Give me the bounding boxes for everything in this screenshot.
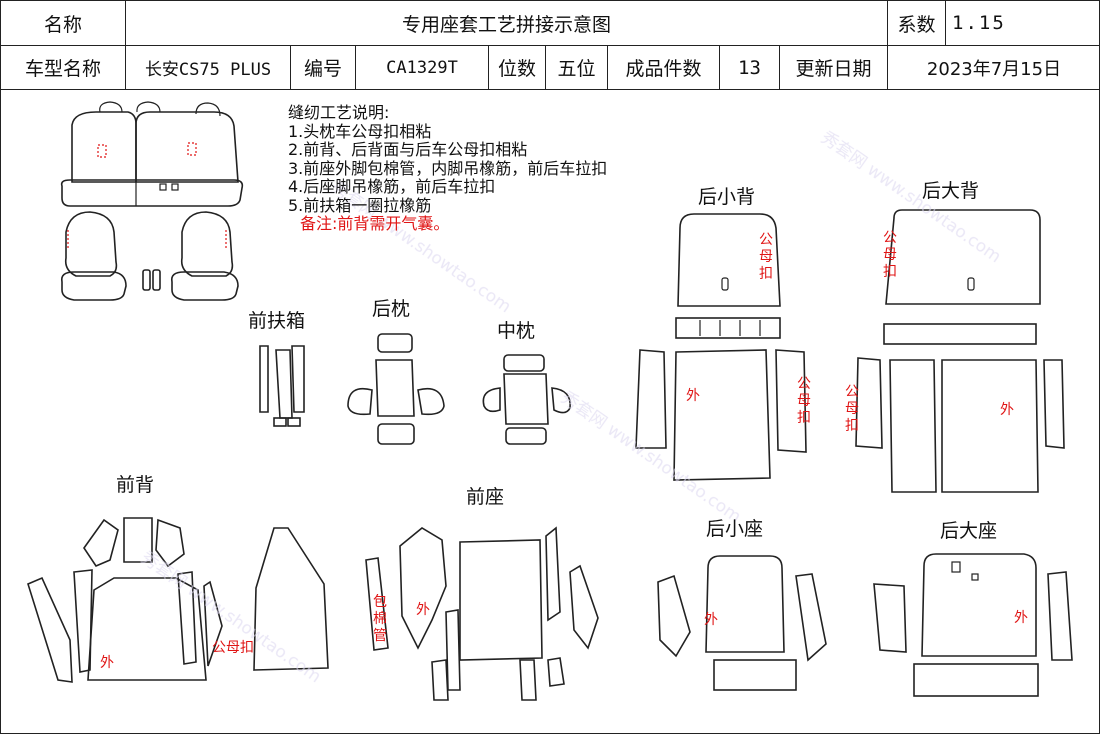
label-rear-large-seat: 后大座 — [940, 520, 998, 542]
annotation-outer: 外 — [1000, 402, 1014, 418]
annotation-outer: 外 — [1014, 610, 1028, 626]
date-value: 2023年7月15日 — [887, 45, 1100, 90]
annotation-buckle: 公母扣 — [212, 640, 254, 656]
label-front-armrest: 前扶箱 — [248, 310, 306, 332]
pieces-label: 成品件数 — [607, 45, 720, 90]
pieces-value: 13 — [719, 45, 780, 90]
note-item: 5.前扶箱一圈拉橡筋 — [288, 195, 432, 215]
front-back-pieces — [27, 517, 329, 683]
label-front-back: 前背 — [116, 474, 155, 496]
annotation-cotton-tube: 包棉管 — [373, 594, 387, 644]
annotation-outer: 外 — [704, 612, 718, 628]
model-label: 车型名称 — [0, 45, 126, 90]
sewing-notes: 缝纫工艺说明: 1.头枕车公母扣相粘 2.前背、后背面与后车公母扣相粘 3.前座… — [288, 103, 608, 234]
label-middle-headrest: 中枕 — [497, 320, 536, 342]
annotation-outer: 外 — [686, 388, 700, 404]
rear-large-seat-pieces — [873, 553, 1073, 697]
notes-heading: 缝纫工艺说明: — [288, 103, 390, 122]
rear-small-seat-pieces — [657, 555, 827, 691]
title-block: 名称 专用座套工艺拼接示意图 系数 1.15 车型名称 长安CS75 PLUS … — [0, 0, 1100, 90]
annotation-outer: 外 — [100, 655, 114, 671]
rear-small-back-pieces — [635, 213, 807, 481]
watermark: 秀套网 www.showtao.com — [137, 548, 324, 688]
buckle-markers — [67, 142, 227, 248]
label-rear-headrest: 后枕 — [372, 298, 411, 320]
note-item: 3.前座外脚包棉管，内脚吊橡筋，前后车拉扣 — [288, 158, 608, 178]
front-armrest-pieces — [259, 345, 305, 427]
annotation-buckle: 公母扣 — [845, 384, 859, 434]
seats-label: 位数 — [488, 45, 546, 90]
annotation-outer: 外 — [416, 602, 430, 618]
drawing-title: 专用座套工艺拼接示意图 — [124, 0, 889, 46]
note-item: 4.后座脚吊橡筋，前后车拉扣 — [288, 177, 496, 196]
annotation-buckle: 公母扣 — [797, 376, 811, 426]
note-item: 2.前背、后背面与后车公母扣相粘 — [288, 140, 528, 159]
label-rear-large-back: 后大背 — [922, 180, 980, 202]
label-front-seat: 前座 — [466, 486, 505, 508]
watermark: 秀套网 www.showtao.com — [557, 388, 744, 528]
middle-headrest-pieces — [482, 354, 571, 445]
note-item: 1.头枕车公母扣相粘 — [288, 121, 432, 141]
annotation-buckle: 公母扣 — [883, 230, 897, 280]
seat-overview-figure — [60, 101, 244, 301]
label-rear-small-seat: 后小座 — [706, 518, 764, 540]
front-seat-pieces — [365, 526, 599, 701]
model-value: 长安CS75 PLUS — [125, 45, 291, 90]
annotation-buckle: 公母扣 — [759, 232, 773, 282]
rear-large-back-pieces — [855, 209, 1065, 493]
code-value: CA1329T — [355, 45, 489, 90]
date-label: 更新日期 — [778, 45, 889, 90]
rear-headrest-pieces — [347, 333, 445, 445]
label-rear-small-back: 后小背 — [698, 186, 756, 208]
notes-remark: 备注:前背需开气囊。 — [300, 214, 450, 233]
seats-value: 五位 — [545, 45, 608, 90]
